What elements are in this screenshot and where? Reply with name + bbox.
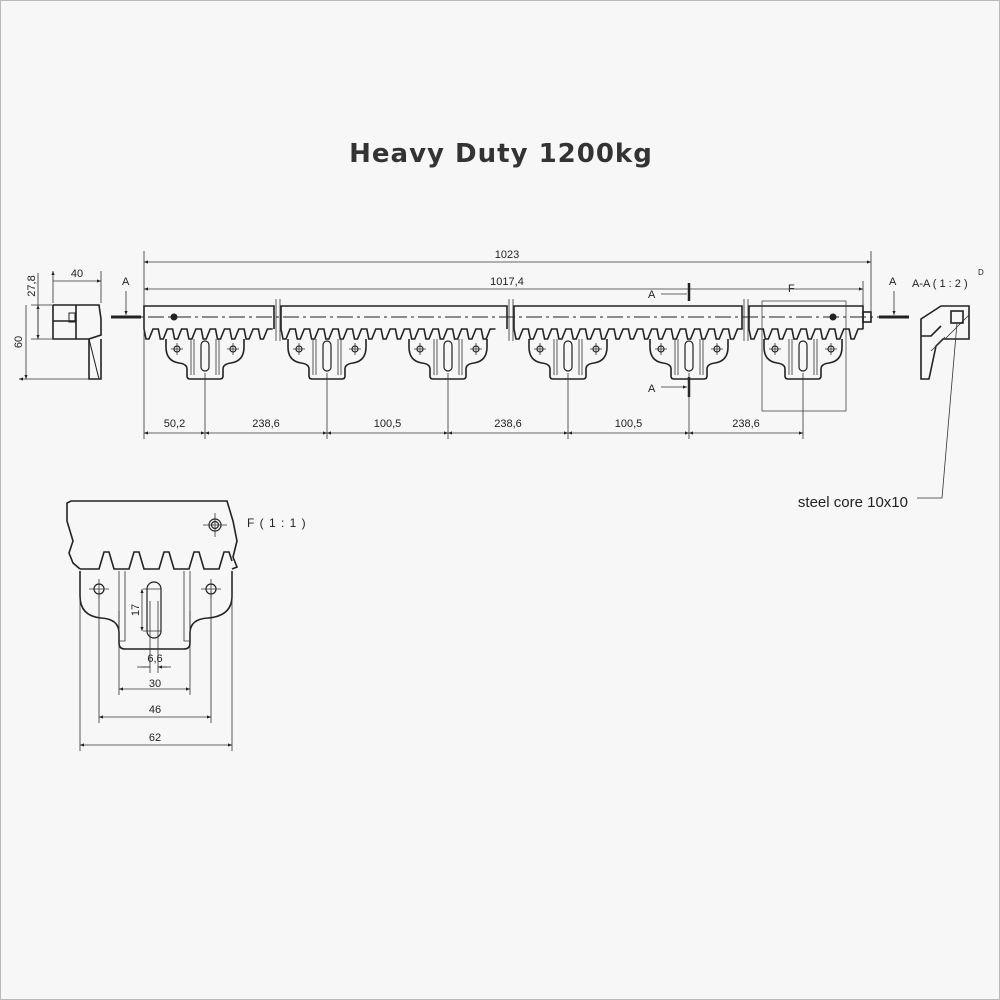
- dim-end-height-total: 60: [13, 336, 25, 348]
- dim-hole-spacing: 46: [149, 704, 161, 716]
- section-marker-left: A: [122, 276, 130, 288]
- bracket-rib: [190, 339, 220, 375]
- rack-teeth: [513, 328, 743, 340]
- hole-center-mark: [711, 343, 723, 355]
- hole-center-mark: [590, 343, 602, 355]
- dim-outer-width: 62: [149, 732, 161, 744]
- fixing-hole: [170, 313, 178, 321]
- dim-spacing: 238,6: [252, 418, 280, 430]
- dim-end-height-upper: 27,8: [26, 275, 38, 296]
- end-view-dimensions: 40 27,8 60: [13, 268, 101, 379]
- slot-hole: [443, 340, 453, 372]
- detail-bracket-rib: [118, 571, 191, 642]
- bracket-rib: [553, 339, 583, 375]
- rack-teeth: [748, 328, 864, 340]
- detail-f-view: [66, 500, 239, 650]
- end-view-left: [52, 304, 102, 380]
- bracket-rib: [433, 339, 463, 375]
- slot-hole: [322, 340, 332, 372]
- steel-core-label: steel core 10x10: [798, 494, 908, 511]
- dim-spacing: 50,2: [164, 418, 185, 430]
- break-mark: [508, 299, 514, 341]
- bracket-rib: [674, 339, 704, 375]
- hole-center-mark: [203, 513, 227, 537]
- detail-bracket: [79, 571, 233, 650]
- dim-slot-width: 6,6: [147, 653, 162, 665]
- hole-center-mark: [414, 343, 426, 355]
- main-dimensions: 1023 1017,4 50,2 238,6 100,5 238,6 100,5 238,…: [143, 249, 872, 439]
- gear-rack-main-view: [121, 299, 879, 380]
- detail-f-box: [761, 300, 847, 412]
- rack-teeth: [143, 328, 273, 340]
- break-mark: [743, 299, 749, 341]
- section-view-aa: steel core 10x10 A-A ( 1 : 2 ) D: [798, 268, 984, 511]
- hole-center-mark: [171, 343, 183, 355]
- detail-dimensions: 62 46 30 6,6 17 F ( 1 : 1 ): [79, 516, 307, 751]
- hole-center-mark: [655, 343, 667, 355]
- slot-hole: [684, 340, 694, 372]
- bracket-rib: [788, 339, 818, 375]
- hole-center-mark: [534, 343, 546, 355]
- break-mark: [275, 299, 281, 341]
- slot-hole: [200, 340, 210, 372]
- hole-center-mark: [227, 343, 239, 355]
- section-label: A-A ( 1 : 2 ): [912, 278, 968, 290]
- hole-center-mark: [769, 343, 781, 355]
- drawing-title: Heavy Duty 1200kg: [349, 139, 653, 169]
- dim-spacing: 238,6: [732, 418, 760, 430]
- detail-rack-outline: [66, 500, 239, 570]
- dim-slot-length: 17: [130, 604, 142, 616]
- detail-teeth: [80, 551, 233, 570]
- steel-core-square: [950, 310, 964, 324]
- hole-center-mark: [825, 343, 837, 355]
- dim-end-width: 40: [71, 268, 83, 280]
- section-marker-cut-bottom: A: [648, 383, 656, 395]
- bracket-rib: [312, 339, 342, 375]
- section-marker-right: A: [889, 276, 897, 288]
- hole-center-mark: [293, 343, 305, 355]
- hole-center-mark: [470, 343, 482, 355]
- rack-teeth: [280, 328, 496, 340]
- dim-spacing: 100,5: [615, 418, 643, 430]
- fixing-hole: [829, 313, 837, 321]
- detail-label: F ( 1 : 1 ): [247, 516, 307, 530]
- hole-center-mark: [349, 343, 361, 355]
- dim-overall-length: 1023: [495, 249, 519, 261]
- dim-spacing: 238,6: [494, 418, 522, 430]
- section-label-sup: D: [978, 268, 984, 277]
- section-marker-cut-top: A: [648, 289, 656, 301]
- slot-hole: [563, 340, 573, 372]
- dim-rack-length: 1017,4: [490, 276, 524, 288]
- dim-inner-width: 30: [149, 678, 161, 690]
- slot-hole: [798, 340, 808, 372]
- dim-spacing: 100,5: [374, 418, 402, 430]
- detail-slot-hole: [146, 581, 162, 639]
